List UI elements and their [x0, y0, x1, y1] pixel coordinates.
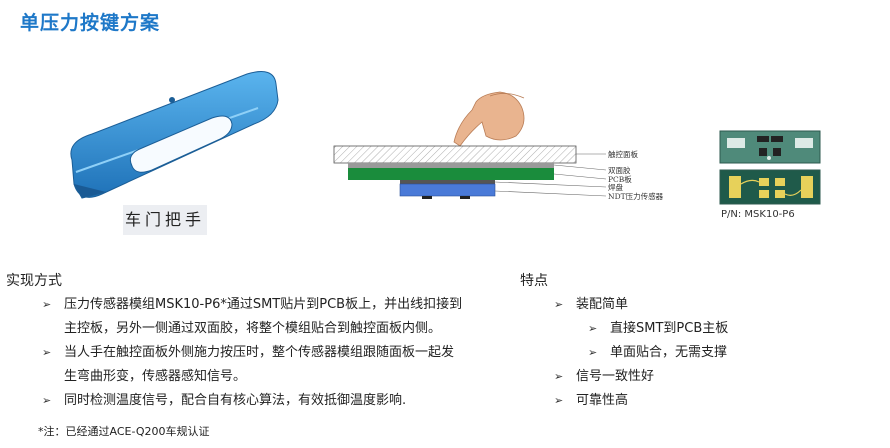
item-2-line-2: 生弯曲形变，传感器感知信号。 — [64, 369, 247, 384]
bullet-arrow-icon: ➢ — [42, 298, 52, 311]
list-item: ➢ 可靠性高 — [554, 389, 874, 413]
certification-note: *注：已经通过ACE-Q200车规认证 — [38, 425, 210, 438]
bullet-arrow-icon: ➢ — [554, 298, 564, 311]
item-1-line-2: 主控板，另外一侧通过双面胶，将整个模组贴合到触控面板内侧。 — [64, 321, 442, 336]
sensor-module-photo — [719, 130, 821, 205]
implementation-list: ➢ 压力传感器模组MSK10-P6*通过SMT贴片到PCB板上，并出线扣接到 主… — [42, 293, 492, 413]
bullet-arrow-icon: ➢ — [554, 394, 564, 407]
stackup-diagram: 触控面板 双面胶 PCB板 焊盘 NDT压力传感器 — [333, 91, 664, 201]
list-item: ➢ 同时检测温度信号，配合自有核心算法，有效抵御温度影响. — [42, 389, 492, 413]
feature-smt: 直接SMT到PCB主板 — [610, 321, 729, 336]
bullet-arrow-icon: ➢ — [42, 346, 52, 359]
finger-icon — [453, 91, 525, 147]
feature-single-side: 单面贴合，无需支撑 — [610, 345, 728, 360]
label-touch-panel: 触控面板 — [608, 149, 638, 159]
bullet-arrow-icon: ➢ — [588, 322, 598, 335]
bullet-arrow-icon: ➢ — [588, 346, 598, 359]
feature-assembly: 装配简单 — [576, 297, 629, 312]
bullet-arrow-icon: ➢ — [554, 370, 564, 383]
item-3-line-1: 同时检测温度信号，配合自有核心算法，有效抵御温度影响. — [64, 393, 407, 408]
feature-reliability: 可靠性高 — [576, 393, 629, 408]
list-item: ➢ 装配简单 — [554, 293, 874, 317]
item-1-line-1: 压力传感器模组MSK10-P6*通过SMT贴片到PCB板上，并出线扣接到 — [64, 297, 463, 312]
car-door-handle-image — [70, 71, 279, 199]
features-title: 特点 — [520, 273, 548, 289]
list-item: ➢ 信号一致性好 — [554, 365, 874, 389]
label-tape: 双面胶 — [608, 165, 631, 175]
part-number: P/N: MSK10-P6 — [721, 209, 795, 220]
label-pad: 焊盘 — [608, 182, 623, 192]
list-item: ➢ 压力传感器模组MSK10-P6*通过SMT贴片到PCB板上，并出线扣接到 主… — [42, 293, 492, 341]
implementation-title: 实现方式 — [6, 273, 62, 289]
page-title: 单压力按键方案 — [20, 12, 161, 34]
label-sensor: NDT压力传感器 — [608, 191, 664, 201]
feature-consistency: 信号一致性好 — [576, 369, 655, 384]
item-2-line-1: 当人手在触控面板外侧施力按压时，整个传感器模组跟随面板一起发 — [64, 345, 455, 360]
list-item: ➢ 直接SMT到PCB主板 — [554, 317, 874, 341]
label-pcb: PCB板 — [608, 174, 632, 184]
bullet-arrow-icon: ➢ — [42, 394, 52, 407]
features-list: ➢ 装配简单 ➢ 直接SMT到PCB主板 ➢ 单面贴合，无需支撑 ➢ 信号一致性… — [554, 293, 874, 413]
list-item: ➢ 当人手在触控面板外侧施力按压时，整个传感器模组跟随面板一起发 生弯曲形变，传… — [42, 341, 492, 389]
list-item: ➢ 单面贴合，无需支撑 — [554, 341, 874, 365]
handle-caption: 车门把手 — [123, 205, 207, 235]
